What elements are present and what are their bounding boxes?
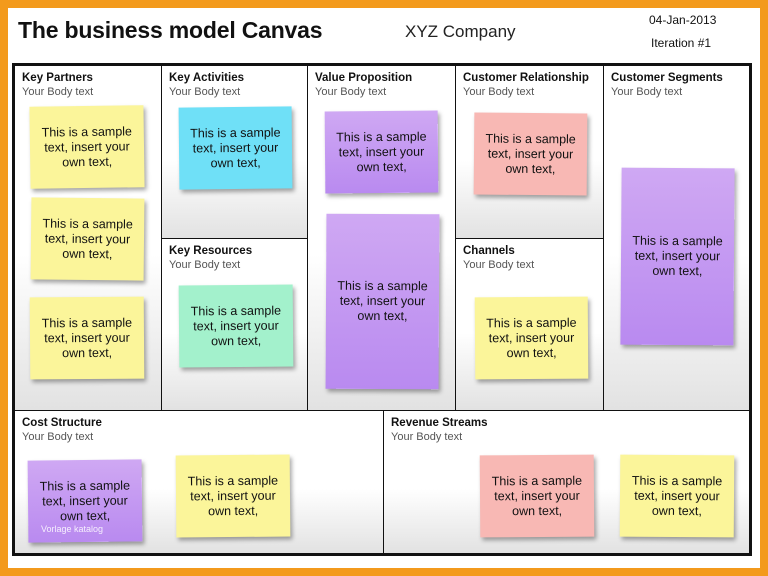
section-body: Your Body text: [169, 86, 241, 98]
section-body: Your Body text: [463, 86, 535, 98]
section-body: Your Body text: [463, 259, 535, 271]
section-title: Customer Relationship: [463, 72, 589, 84]
section-body: Your Body text: [315, 86, 387, 98]
iteration-label: Iteration #1: [651, 36, 712, 50]
section-title: Key Resources: [169, 245, 253, 257]
page-title: The business model Canvas: [18, 17, 323, 43]
section-body: Your Body text: [169, 259, 241, 271]
section-title: Value Proposition: [315, 72, 413, 84]
section-body: Your Body text: [611, 86, 683, 98]
section-body: Your Body text: [391, 431, 463, 443]
section-body: Your Body text: [22, 431, 94, 443]
section-title: Customer Segments: [611, 72, 723, 84]
section-title: Cost Structure: [22, 417, 102, 429]
watermark-text: Vorlage katalog: [41, 524, 104, 534]
section-title: Key Activities: [169, 72, 244, 84]
section-title: Revenue Streams: [391, 417, 488, 429]
section-body: Your Body text: [22, 86, 94, 98]
section-title: Channels: [463, 245, 515, 257]
company-name: XYZ Company: [405, 22, 516, 41]
section-title: Key Partners: [22, 72, 93, 84]
date-label: 04-Jan-2013: [649, 13, 717, 27]
